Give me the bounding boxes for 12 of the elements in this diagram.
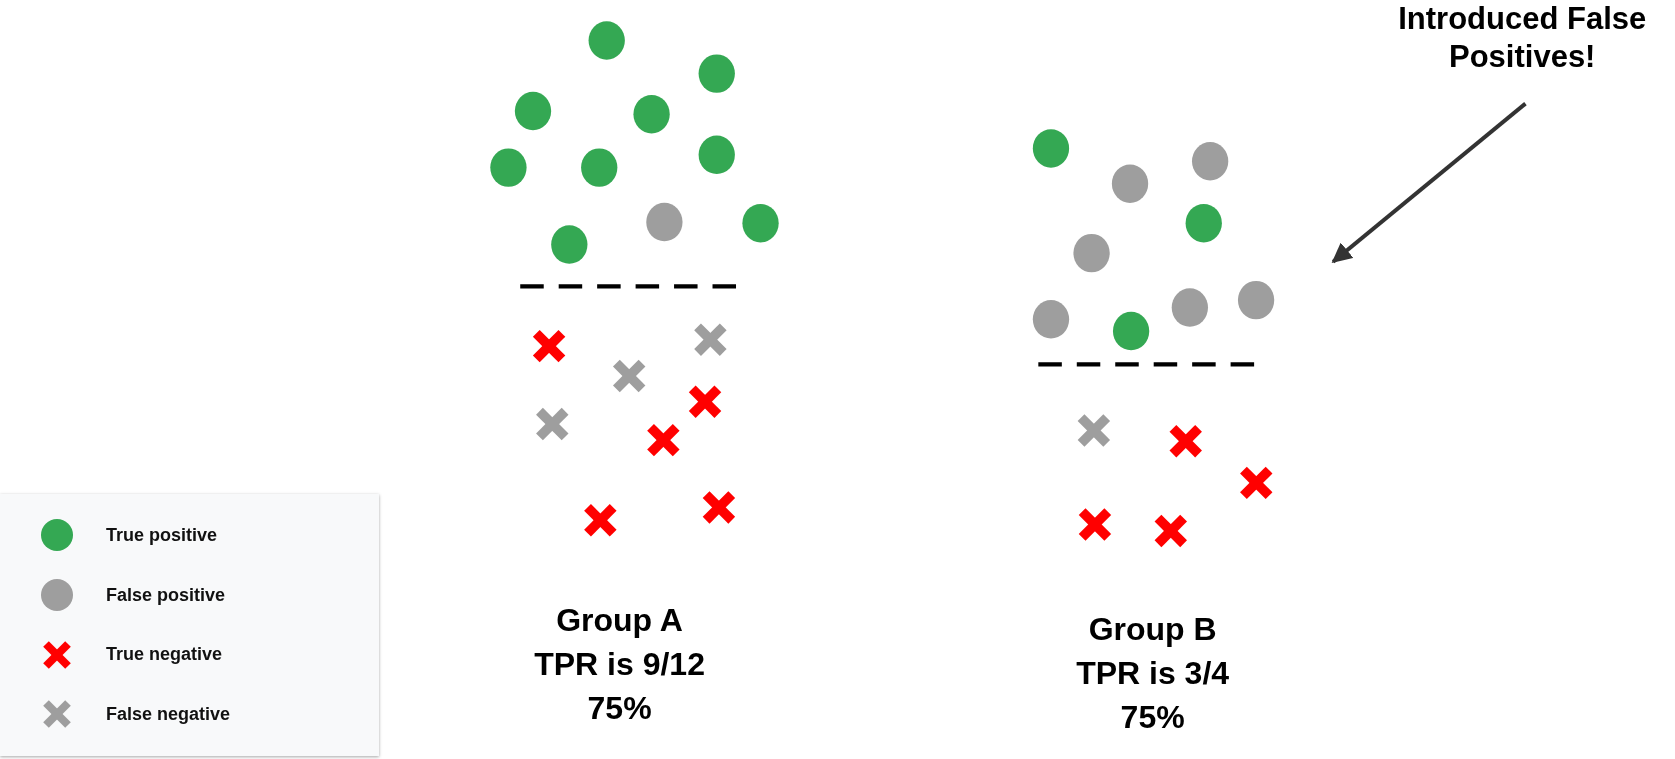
legend-label: False positive [106, 584, 226, 606]
group-caption: Group A [556, 601, 683, 641]
group-caption: TPR is 9/12 [534, 645, 705, 685]
arrow [1331, 102, 1527, 264]
group-caption: 75% [1120, 697, 1185, 737]
legend-label: False negative [106, 703, 231, 725]
group-caption: Group B [1088, 609, 1217, 649]
legend-label: True positive [106, 524, 218, 546]
group-caption: TPR is 3/4 [1076, 653, 1230, 693]
callout-text: Introduced False Positives! [1397, 0, 1648, 76]
group-caption: 75% [587, 689, 652, 729]
legend-label: True negative [106, 644, 223, 666]
